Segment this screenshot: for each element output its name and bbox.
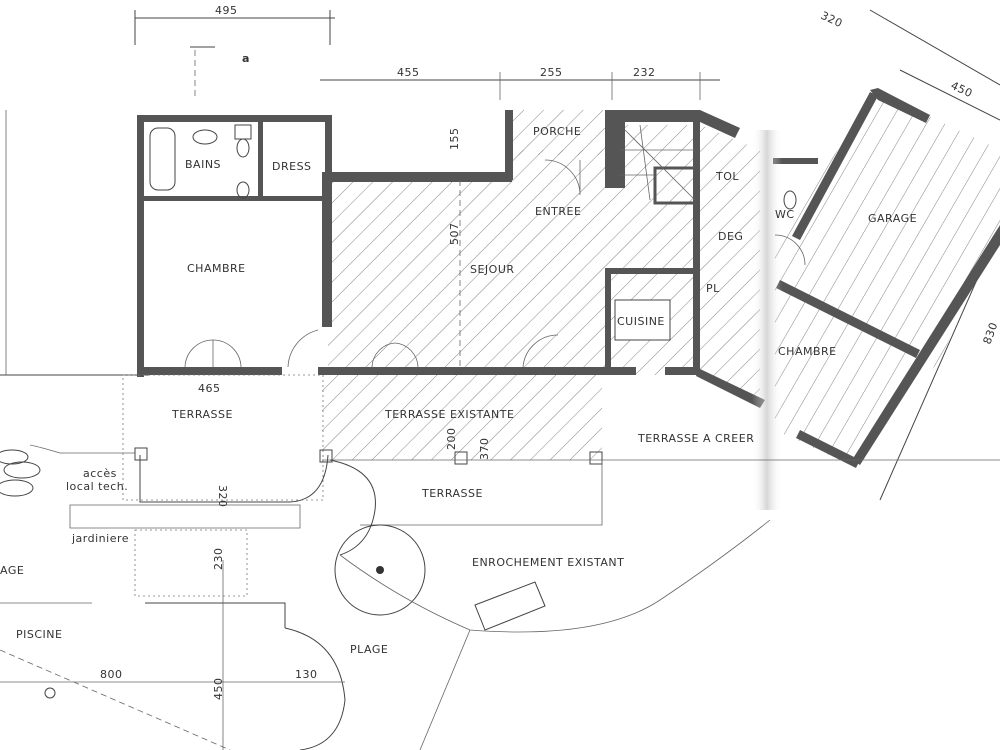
room-dress: DRESS xyxy=(272,160,312,173)
room-chambre-2: CHAMBRE xyxy=(778,345,837,358)
room-bains: BAINS xyxy=(185,158,221,171)
dim-370: 370 xyxy=(478,438,491,461)
room-wc: WC xyxy=(775,208,795,221)
label-terrasse: TERRASSE xyxy=(171,408,233,421)
dim-320-top: 320 xyxy=(819,9,845,30)
dim-320-jard: 320 xyxy=(216,485,229,508)
dim-232: 232 xyxy=(633,66,656,79)
label-terrasse-existante: TERRASSE EXISTANTE xyxy=(384,408,514,421)
dim-830: 830 xyxy=(981,320,1000,346)
dim-450-right: 450 xyxy=(949,79,975,100)
dim-255: 255 xyxy=(540,66,563,79)
room-cuisine: CUISINE xyxy=(617,315,665,328)
dim-800: 800 xyxy=(100,668,123,681)
label-terrasse-bottom: TERRASSE xyxy=(421,487,483,500)
section-mark: a xyxy=(242,52,250,65)
room-porche: PORCHE xyxy=(533,125,581,138)
exterior xyxy=(0,374,1000,750)
label-enrochement: ENROCHEMENT EXISTANT xyxy=(472,556,624,569)
room-labels: PORCHE BAINS DRESS ENTREE CHAMBRE SEJOUR… xyxy=(185,125,917,358)
dim-507: 507 xyxy=(448,223,461,246)
label-acces: accès xyxy=(83,467,117,480)
label-plage: PLAGE xyxy=(350,643,388,656)
room-placard: PL xyxy=(706,282,720,295)
room-sejour: SEJOUR xyxy=(470,263,515,276)
room-toilet: TOL xyxy=(715,170,739,183)
room-garage: GARAGE xyxy=(868,212,917,225)
dim-455: 455 xyxy=(397,66,420,79)
exterior-labels: TERRASSE TERRASSE EXISTANTE TERRASSE A C… xyxy=(0,408,754,656)
dim-495: 495 xyxy=(215,4,238,17)
garage-wing xyxy=(752,88,1000,510)
dim-130: 130 xyxy=(295,668,318,681)
label-terrasse-a-creer: TERRASSE A CREER xyxy=(637,432,754,445)
dim-450-pool: 450 xyxy=(212,678,225,701)
dim-465: 465 xyxy=(198,382,221,395)
room-degagement: DEG xyxy=(718,230,743,243)
label-plage-left: AGE xyxy=(0,564,24,577)
dim-230: 230 xyxy=(212,548,225,571)
room-entree: ENTREE xyxy=(535,205,581,218)
label-piscine: PISCINE xyxy=(16,628,62,641)
house-floor xyxy=(137,110,765,460)
dim-200: 200 xyxy=(445,428,458,451)
label-local-tech: local tech. xyxy=(66,480,128,493)
room-chambre: CHAMBRE xyxy=(187,262,246,275)
dim-155: 155 xyxy=(448,128,461,151)
label-jardiniere: jardiniere xyxy=(71,532,129,545)
